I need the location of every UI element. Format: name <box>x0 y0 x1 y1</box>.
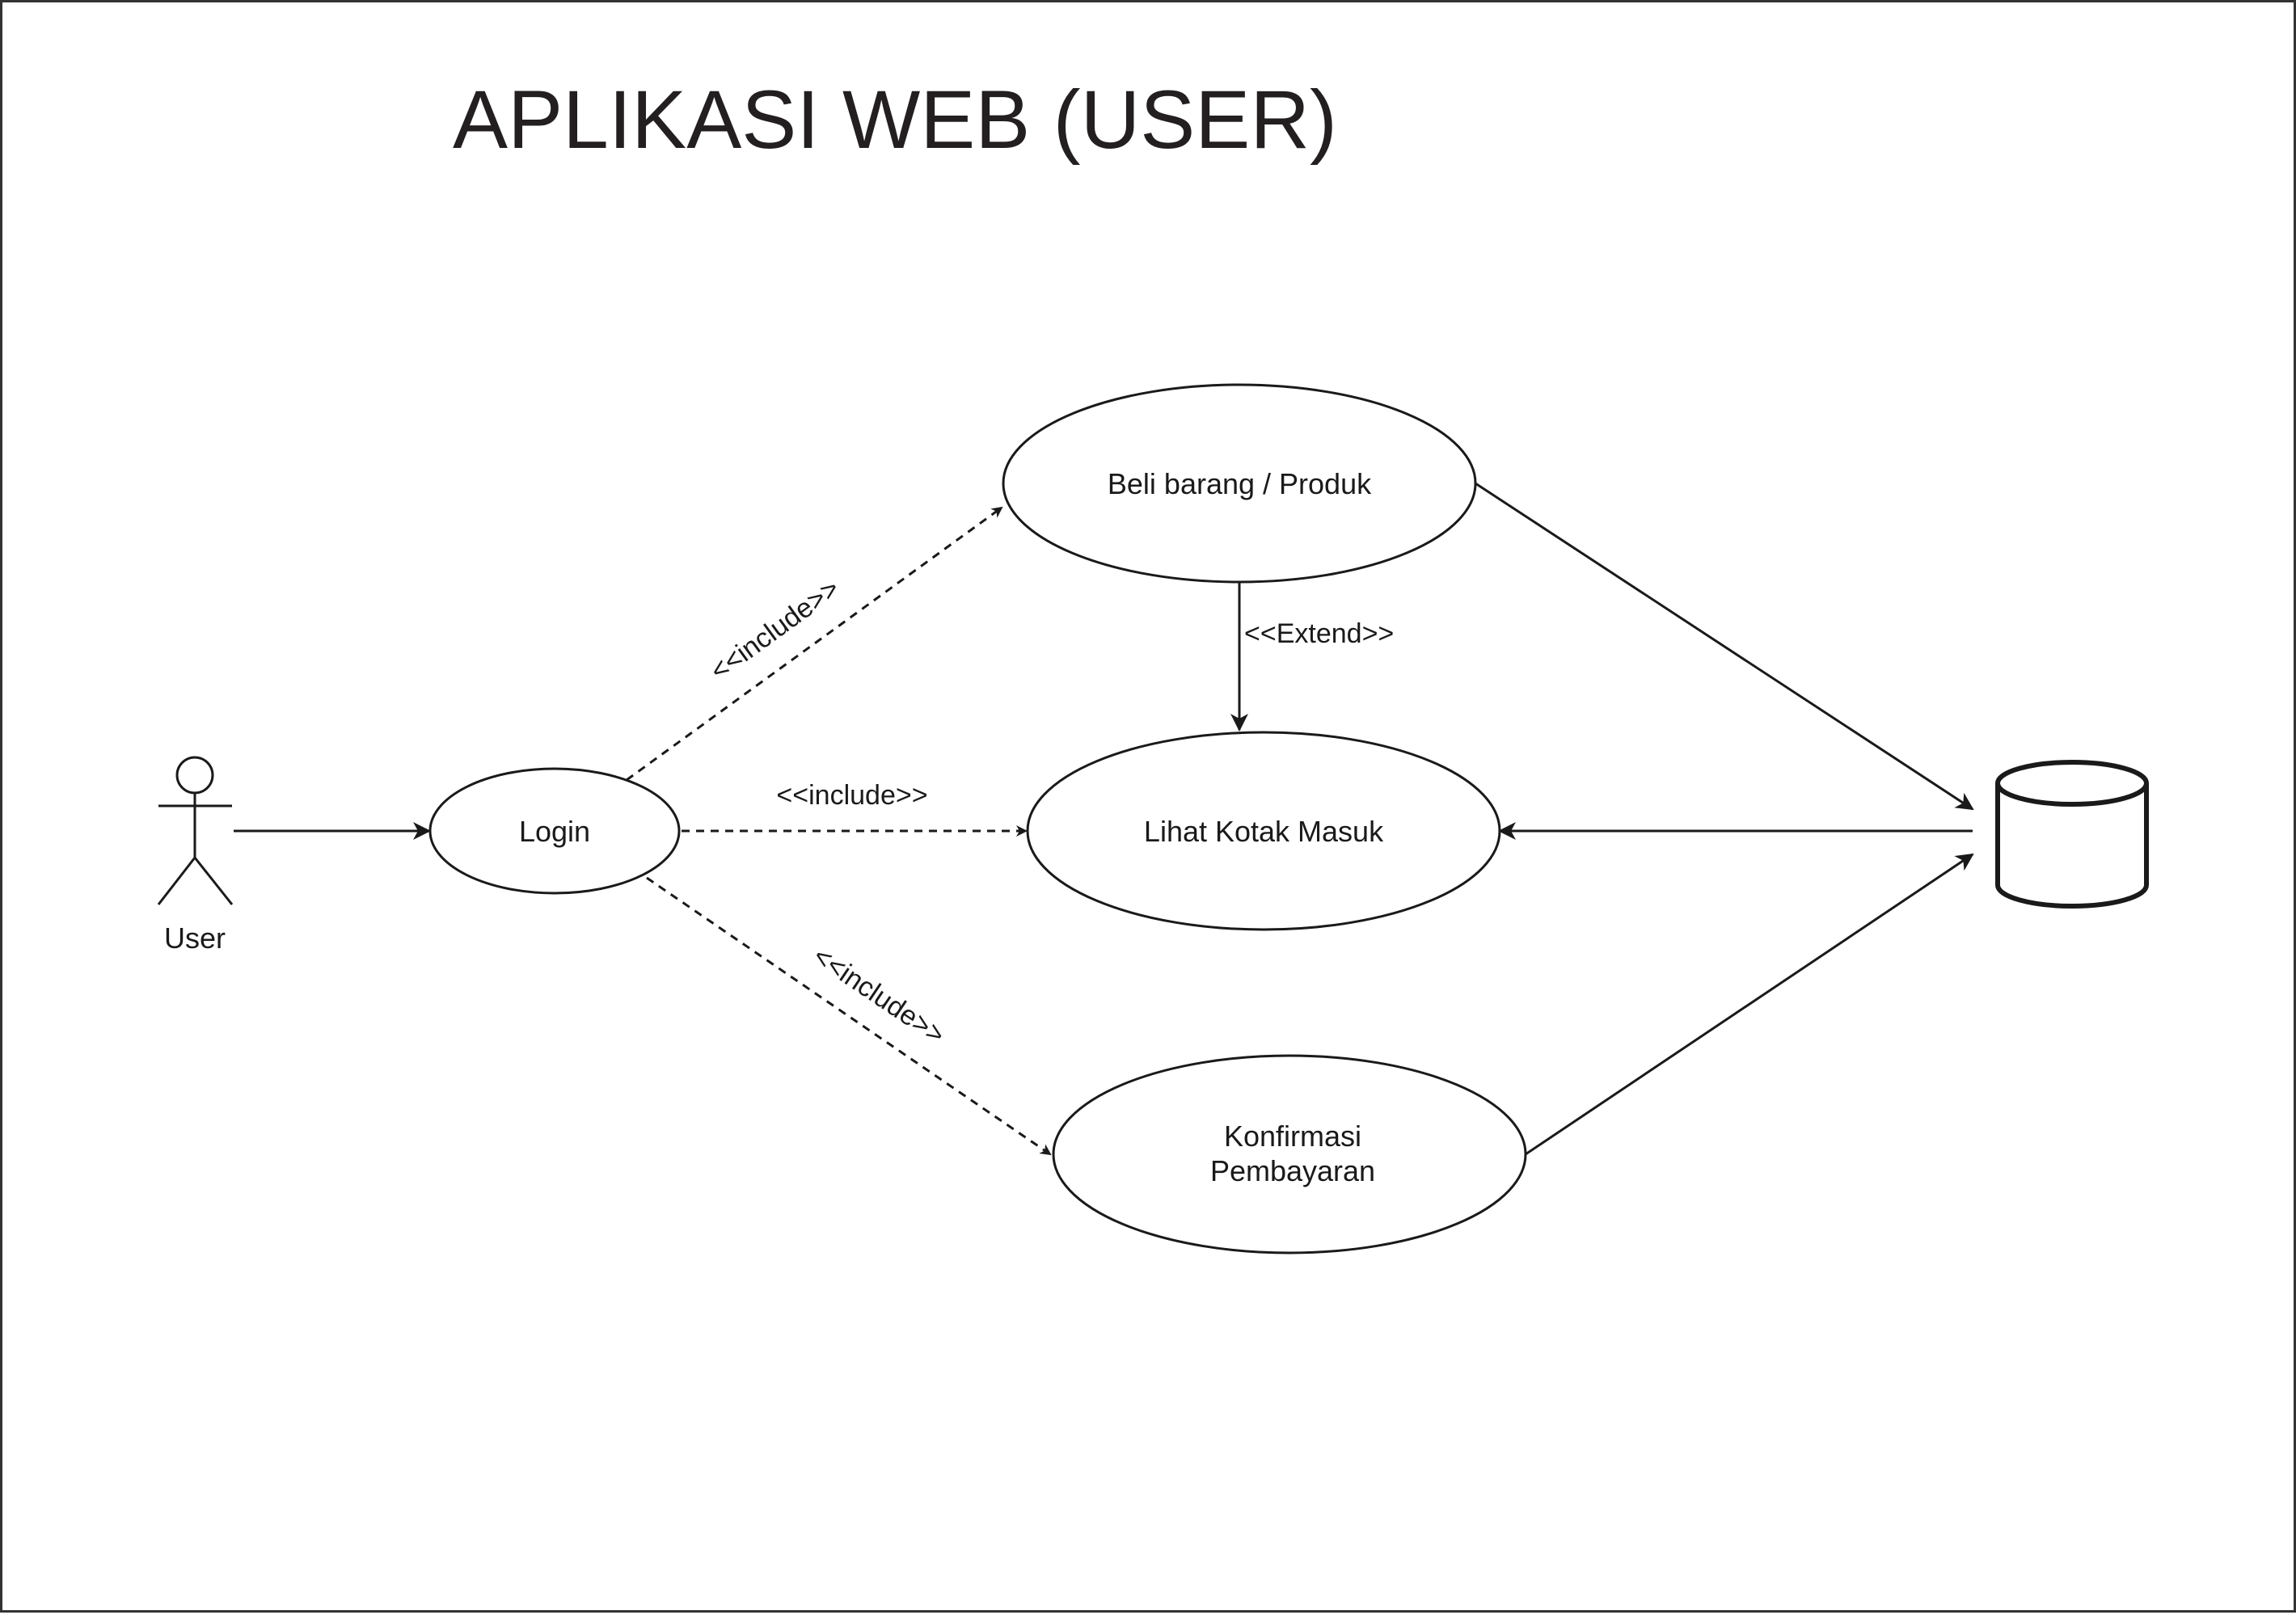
use-case-beli-barang-label: Beli barang / Produk <box>1108 467 1372 500</box>
use-case-lihat-kotak-masuk-label: Lihat Kotak Masuk <box>1144 815 1384 848</box>
use-case-lihat-kotak-masuk: Lihat Kotak Masuk <box>1026 731 1501 931</box>
use-case-konfirmasi-label-line1: Konfirmasi <box>1224 1120 1361 1153</box>
include-label-bottom: <<include>> <box>808 941 950 1051</box>
diagram-title: APLIKASI WEB (USER) <box>453 74 1337 166</box>
association-beli-database <box>1475 482 1974 811</box>
use-case-konfirmasi-label-line2: Pembayaran <box>1210 1154 1375 1187</box>
include-label-top: <<include>> <box>705 573 846 687</box>
extend-label: <<Extend>> <box>1244 618 1394 649</box>
use-case-konfirmasi-pembayaran: Konfirmasi Pembayaran <box>1052 1054 1527 1254</box>
include-label-middle: <<include>> <box>776 780 927 811</box>
actor-user-label: User <box>164 921 226 955</box>
include-login-beli <box>626 506 1003 782</box>
database-cylinder-icon <box>1995 760 2149 909</box>
use-case-beli-barang: Beli barang / Produk <box>1002 383 1477 584</box>
use-case-login-label: Login <box>519 815 590 848</box>
association-konfirmasi-database <box>1525 853 1974 1156</box>
actor-user: User <box>157 756 234 955</box>
stick-figure-icon <box>157 756 234 905</box>
use-case-login: Login <box>428 767 681 895</box>
include-login-konfirmasi <box>646 876 1052 1156</box>
